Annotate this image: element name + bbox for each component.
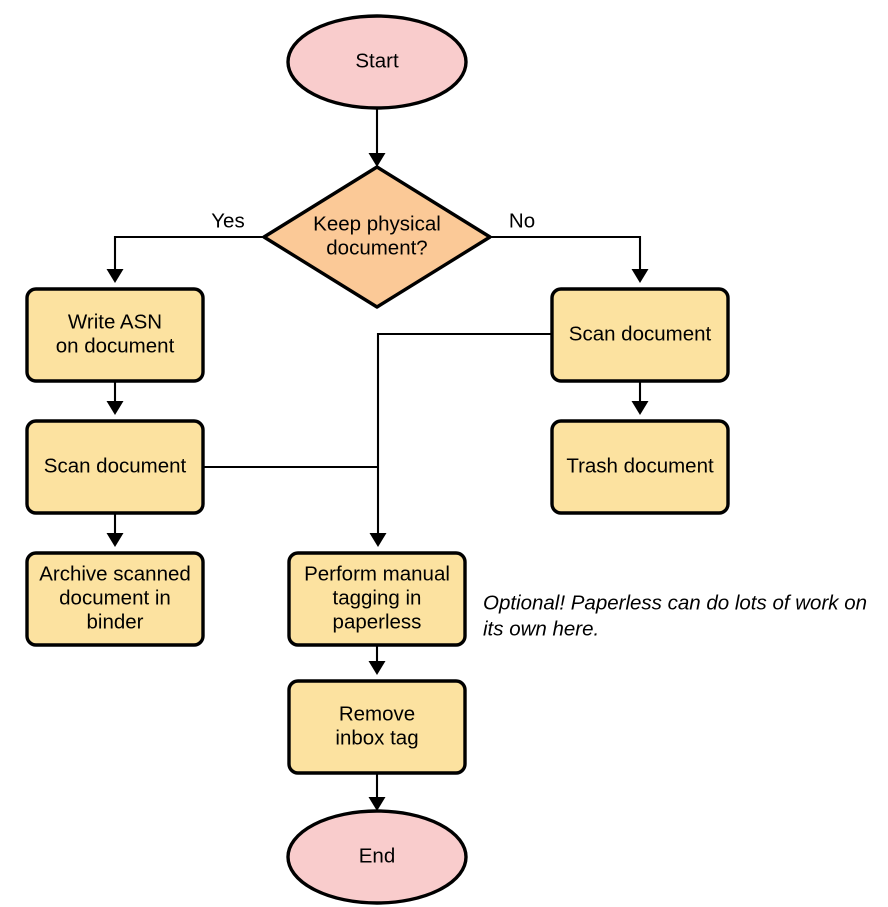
node-label: on document — [56, 334, 175, 357]
edge-path — [113, 235, 264, 277]
annotation-line: its own here. — [483, 617, 599, 640]
node-label: Remove — [339, 702, 415, 725]
arrowhead-icon — [368, 797, 386, 811]
edge-scan-left-to-archive — [106, 513, 124, 547]
edge-scan-right-to-trash — [631, 381, 649, 415]
process-shape[interactable] — [550, 419, 730, 515]
node-label: document in — [59, 586, 171, 609]
process-shape[interactable] — [25, 551, 205, 647]
node-label: End — [359, 844, 395, 867]
node-label: inbox tag — [335, 726, 418, 749]
edge-label-decision-no-to-scan-right: No — [509, 209, 535, 232]
process-shape[interactable] — [287, 679, 467, 775]
process-shape[interactable] — [550, 287, 730, 383]
node-label: Scan document — [569, 322, 712, 345]
node-label: binder — [87, 610, 144, 633]
node-label: Keep physical — [313, 212, 441, 235]
edge-path — [490, 235, 642, 277]
edges-layer: Yes No — [106, 108, 649, 811]
node-label: Write ASN — [68, 310, 162, 333]
node-label: Trash document — [566, 454, 714, 477]
annotation-optional-note: Optional! Paperless can do lots of work … — [483, 591, 867, 640]
node-start[interactable]: Start — [286, 14, 468, 110]
arrowhead-icon — [368, 153, 386, 167]
node-label: Scan document — [44, 454, 187, 477]
edge-start-to-decision — [368, 108, 386, 167]
node-trash-document[interactable]: Trash document — [550, 419, 730, 515]
process-shape[interactable] — [25, 419, 205, 515]
node-scan-document-right[interactable]: Scan document — [550, 287, 730, 383]
edge-decision-yes-to-write-asn: Yes — [106, 209, 264, 283]
edge-manual-tagging-to-remove-inbox — [368, 645, 386, 675]
node-scan-document-left[interactable]: Scan document — [25, 419, 205, 515]
edge-decision-no-to-scan-right: No — [490, 209, 649, 283]
node-label: paperless — [333, 610, 422, 633]
edge-remove-inbox-to-end — [368, 773, 386, 811]
node-label: Archive scanned — [39, 562, 191, 585]
process-shape[interactable] — [25, 287, 205, 383]
node-label: Perform manual — [304, 562, 450, 585]
arrowhead-icon — [368, 661, 386, 675]
arrowhead-icon — [106, 533, 124, 547]
terminator-shape[interactable] — [286, 14, 468, 110]
edge-label-decision-yes-to-write-asn: Yes — [211, 209, 244, 232]
annotation-line: Optional! Paperless can do lots of work … — [483, 591, 867, 614]
process-shape[interactable] — [287, 551, 467, 647]
arrowhead-icon — [631, 269, 649, 283]
node-label: document? — [326, 236, 427, 259]
arrowhead-icon — [369, 533, 387, 547]
annotations-layer: Optional! Paperless can do lots of work … — [483, 591, 867, 640]
edge-path — [376, 332, 552, 541]
node-label: tagging in — [333, 586, 422, 609]
arrowhead-icon — [631, 401, 649, 415]
arrowhead-icon — [106, 269, 124, 283]
edge-scan-right-to-manual-tagging — [369, 332, 552, 547]
node-label: Start — [355, 49, 399, 72]
decision-shape[interactable] — [262, 165, 492, 309]
node-end[interactable]: End — [286, 809, 468, 905]
edge-write-asn-to-scan-left — [106, 381, 124, 415]
arrowhead-icon — [106, 401, 124, 415]
terminator-shape[interactable] — [286, 809, 468, 905]
